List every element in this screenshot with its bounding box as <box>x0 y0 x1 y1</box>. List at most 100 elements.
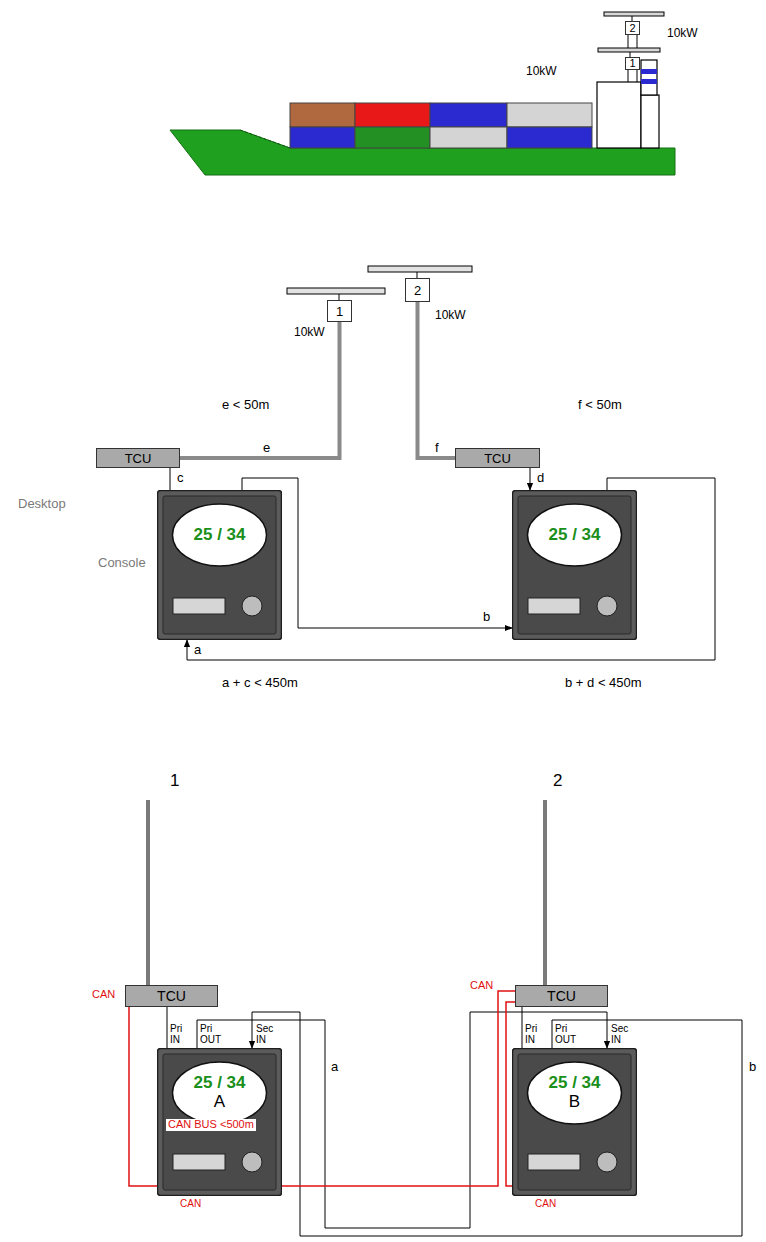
wire-letter: b <box>748 1060 757 1073</box>
display-screen <box>528 504 622 566</box>
box-label: 1 <box>629 58 635 69</box>
port-name: Pri IN <box>525 1024 547 1045</box>
radar-antenna <box>637 70 638 82</box>
port-name: Pri IN <box>170 1024 192 1045</box>
antenna-cable <box>418 302 456 458</box>
display-bezel <box>163 1054 276 1190</box>
signal-wire <box>522 1007 523 1048</box>
radar-display: 25 / 34B <box>512 1048 637 1196</box>
antenna-mast <box>543 800 547 985</box>
superstructure <box>597 60 659 148</box>
signal-wire <box>242 478 512 628</box>
box-label: TCU <box>547 989 576 1003</box>
tcu-box: TCU <box>455 448 540 468</box>
cable-length: b + d < 450m <box>565 676 642 690</box>
superstructure <box>641 60 657 95</box>
range-text: 25 / 34 <box>194 526 246 545</box>
box-label: 2 <box>414 284 421 297</box>
power-rating: 10kW <box>526 65 557 78</box>
box-label: TCU <box>125 452 152 465</box>
display-keypad <box>173 1154 225 1170</box>
antenna-box: 2 <box>405 278 430 302</box>
can-bus-wire <box>282 991 515 1186</box>
container <box>430 103 507 127</box>
display-bezel <box>518 496 631 634</box>
radar-antenna <box>598 48 660 52</box>
wire-letter: d <box>536 471 545 484</box>
antenna-box: 2 <box>625 21 640 35</box>
antenna-number: 1 <box>170 772 179 790</box>
container <box>507 103 592 127</box>
range-text: 25 / 34 <box>194 1074 246 1093</box>
signal-wire <box>530 468 531 490</box>
display-id: A <box>214 1093 225 1112</box>
box-label: TCU <box>484 452 511 465</box>
cable-length: a + c < 450m <box>222 676 298 690</box>
radar-antenna <box>628 35 629 48</box>
port-name: Pri OUT <box>555 1024 581 1045</box>
wire-letter: a <box>193 643 202 656</box>
ship-hull <box>240 130 290 148</box>
display-keypad <box>528 598 580 614</box>
display-keypad <box>528 1154 580 1170</box>
container <box>355 103 430 127</box>
range-text: 25 / 34 <box>549 526 601 545</box>
antenna-box: 1 <box>327 300 352 322</box>
display-screen <box>528 1062 622 1124</box>
display-bezel <box>518 1054 631 1190</box>
can-port: CAN <box>470 980 493 992</box>
can-port: CAN <box>535 1199 556 1210</box>
container <box>290 103 355 127</box>
display-knob <box>597 596 617 616</box>
container <box>507 127 592 148</box>
wire-letter: e <box>262 441 271 454</box>
radar-antenna <box>628 70 629 82</box>
display-housing <box>513 1049 637 1196</box>
signal-wire <box>252 1012 742 1236</box>
display-housing <box>158 491 282 640</box>
container <box>290 103 592 148</box>
bus-length: CAN BUS <500m <box>166 1119 256 1131</box>
can-port: CAN <box>92 989 115 1001</box>
display-screen <box>173 504 267 566</box>
can-port: CAN <box>180 1199 201 1210</box>
antenna-cable <box>180 322 340 458</box>
box-label: 2 <box>629 23 635 34</box>
antenna-number: 2 <box>553 772 562 790</box>
signal-wire <box>167 1007 168 1048</box>
wire-letter: a <box>330 1060 339 1073</box>
antenna-box: 1 <box>625 57 640 70</box>
mounting-type: Desktop <box>18 497 66 511</box>
radar-antenna <box>637 35 638 48</box>
wire-letter: c <box>176 471 185 484</box>
radar-display: 25 / 34 <box>512 490 637 640</box>
cable-length: e < 50m <box>222 398 269 412</box>
display-knob <box>597 1152 617 1172</box>
display-screen <box>173 1062 267 1124</box>
antenna-mast <box>148 800 545 985</box>
display-housing <box>512 1048 637 1196</box>
port-name: Sec IN <box>611 1024 635 1045</box>
box-label: TCU <box>157 989 186 1003</box>
power-rating: 10kW <box>435 309 466 322</box>
screen-text: 25 / 34 <box>157 504 282 566</box>
antenna-mast <box>146 800 150 985</box>
container <box>355 127 430 148</box>
superstructure <box>597 82 641 148</box>
display-housing <box>157 490 282 640</box>
display-id: B <box>569 1093 580 1112</box>
power-rating: 10kW <box>294 326 325 339</box>
display-knob <box>242 1152 262 1172</box>
tcu-box: TCU <box>96 448 180 468</box>
superstructure <box>641 69 657 74</box>
wire-letter: b <box>482 610 491 623</box>
cable-length: f < 50m <box>578 398 622 412</box>
screen-text: 25 / 34B <box>512 1062 637 1124</box>
display-knob <box>242 596 262 616</box>
signal-wire <box>170 468 171 490</box>
radar-antenna <box>287 266 472 300</box>
radar-antenna <box>287 288 385 294</box>
container <box>430 127 507 148</box>
